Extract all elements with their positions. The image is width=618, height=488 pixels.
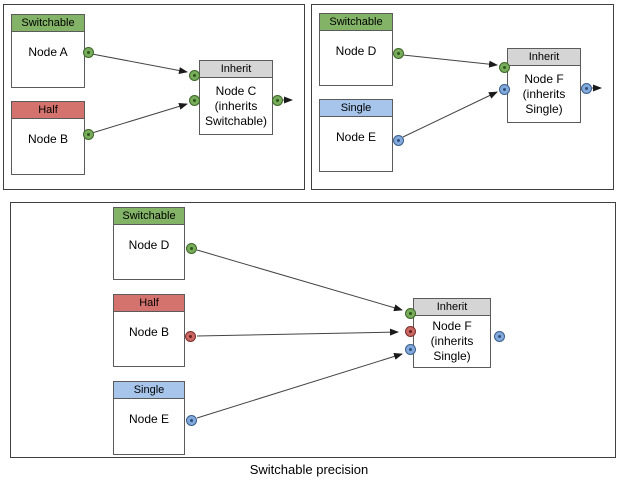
node-b-bottom-header: Half [114, 295, 184, 312]
node-b-bottom-output-port [184, 330, 196, 342]
figure-caption: Switchable precision [249, 462, 369, 477]
panel-bottom [10, 202, 616, 458]
node-f-line3: Single) [525, 101, 563, 116]
node-b-bottom: Half Node B [113, 294, 185, 367]
node-f-bottom-label: Node F (inherits Single) [414, 316, 490, 367]
node-a: Switchable Node A [11, 14, 85, 88]
node-f-bottom-output-port [493, 330, 505, 342]
node-c-line2: (inherits [214, 98, 258, 113]
node-c: Inherit Node C (inherits Switchable) [199, 60, 273, 135]
node-f-bottom: Inherit Node F (inherits Single) [413, 298, 491, 368]
node-c-output-port [271, 94, 283, 106]
node-a-label: Node A [28, 45, 68, 59]
node-b-label: Node B [27, 132, 69, 146]
node-f-output-port [580, 82, 592, 94]
node-c-line3: Switchable) [204, 113, 268, 128]
node-d-header: Switchable [320, 14, 392, 31]
node-d-bottom-output-port [185, 242, 197, 254]
node-e-bottom-label: Node E [128, 412, 170, 426]
node-a-header: Switchable [12, 15, 84, 32]
node-c-line1: Node C [215, 83, 257, 98]
node-b-bottom-label: Node B [128, 325, 170, 339]
node-c-header: Inherit [200, 61, 272, 78]
node-f-input-port-2 [498, 83, 510, 95]
node-f-line1: Node F [524, 71, 564, 86]
node-a-output-port [82, 46, 94, 58]
node-f-header: Inherit [508, 49, 580, 66]
node-f-input-port-1 [498, 61, 510, 73]
node-e-bottom-header: Single [114, 382, 184, 399]
node-b: Half Node B [11, 101, 85, 175]
node-f-bottom-line2: (inherits [430, 334, 474, 348]
node-d-output-port [392, 47, 404, 59]
node-b-output-port [82, 128, 94, 140]
node-e-bottom-output-port [185, 414, 197, 426]
node-f-bottom-line1: Node F [432, 319, 472, 333]
node-f-line2: (inherits [522, 86, 566, 101]
node-e-output-port [392, 134, 404, 146]
node-f-bottom-line3: Single) [433, 349, 471, 363]
node-b-header: Half [12, 102, 84, 119]
node-d-bottom-header: Switchable [114, 208, 184, 225]
node-d-bottom-label: Node D [128, 238, 170, 252]
node-f-label: Node F (inherits Single) [508, 66, 580, 122]
node-e-label: Node E [335, 130, 377, 144]
node-f-bottom-input-port-3 [404, 343, 416, 355]
node-e: Single Node E [319, 99, 393, 172]
node-d-label: Node D [335, 44, 377, 58]
node-f-bottom-input-port-1 [404, 307, 416, 319]
node-f: Inherit Node F (inherits Single) [507, 48, 581, 123]
node-c-label: Node C (inherits Switchable) [200, 78, 272, 134]
node-f-bottom-header: Inherit [414, 299, 490, 316]
node-d: Switchable Node D [319, 13, 393, 86]
node-e-header: Single [320, 100, 392, 117]
node-d-bottom: Switchable Node D [113, 207, 185, 280]
node-f-bottom-input-port-2 [404, 325, 416, 337]
node-e-bottom: Single Node E [113, 381, 185, 455]
node-c-input-port-1 [188, 69, 200, 81]
node-c-input-port-2 [188, 94, 200, 106]
